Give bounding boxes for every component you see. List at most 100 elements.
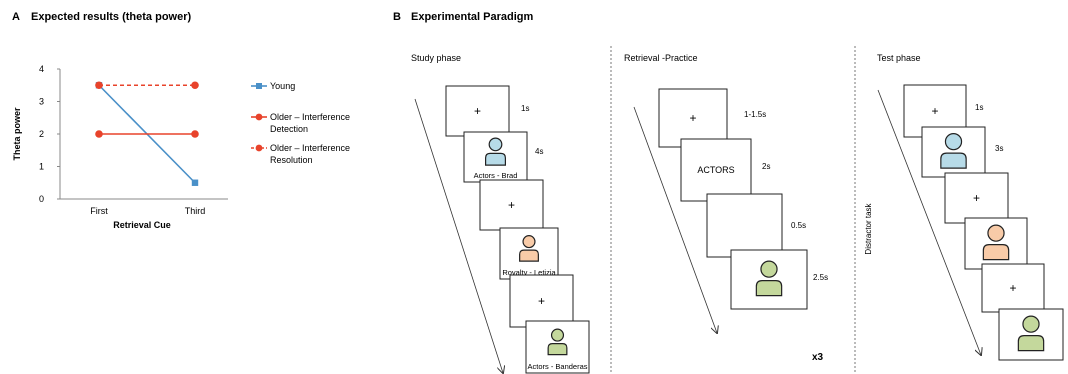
trial-frame-face: 2.5s (730, 249, 828, 310)
fixation-cross: + (538, 294, 545, 308)
person-body (485, 152, 506, 166)
repeat-label: x3 (812, 352, 824, 363)
legend-label: Young (270, 81, 295, 91)
legend-marker-circle (255, 113, 263, 121)
trial-frame-face: Royalty - Letizia (499, 227, 559, 280)
fixation-cross: + (508, 198, 515, 212)
y-axis-label: Theta power (12, 107, 22, 161)
face-caption: Actors - Banderas (527, 362, 587, 371)
frame-box (479, 179, 544, 231)
duration-label: 3s (995, 144, 1003, 153)
trial-frame-face: Actors - Banderas (525, 320, 590, 374)
person-head (522, 235, 536, 249)
panel-a-letter: A (12, 11, 20, 23)
person-body (982, 244, 1010, 261)
person-body (519, 249, 539, 262)
x-axis-label: Retrieval Cue (113, 220, 171, 230)
data-point-circle (191, 81, 199, 90)
fixation-cross: + (1009, 281, 1016, 295)
panel-b: B Experimental Paradigm Study phase Retr… (393, 11, 1064, 374)
retrieval-time-arrow (633, 106, 717, 333)
trial-frame-text: ACTORS 2s (680, 138, 770, 202)
fixation-cross: + (689, 111, 696, 125)
frame-box (706, 193, 783, 258)
y-tick-label: 1 (39, 162, 44, 172)
person-head (550, 328, 565, 342)
test-phase-title: Test phase (877, 53, 921, 63)
trial-frame-fixation: +1-1.5s (658, 88, 766, 148)
frame-box (445, 85, 510, 137)
trial-frame-face (998, 308, 1064, 361)
category-cue: ACTORS (697, 165, 734, 175)
data-point-circle (95, 130, 103, 138)
face-caption: Royalty - Letizia (502, 268, 556, 277)
legend-label: Older – Interference (270, 112, 350, 122)
x-tick-labels: First Third (90, 206, 205, 216)
fixation-cross: + (973, 191, 980, 205)
retrieval-practice-title: Retrieval -Practice (624, 53, 698, 63)
data-point-circle (95, 81, 103, 90)
duration-label: 2.5s (813, 273, 828, 282)
panel-b-title: Experimental Paradigm (411, 11, 533, 23)
fixation-cross: + (931, 104, 938, 118)
person-body (1017, 335, 1045, 352)
trial-frame-fixation: + (944, 172, 1009, 224)
duration-label: 1-1.5s (744, 110, 766, 119)
duration-label: 4s (535, 147, 543, 156)
trial-frame-face: 3s (921, 126, 1003, 178)
trial-frame-face (964, 217, 1028, 270)
distractor-task-label: Distractor task (864, 202, 873, 254)
face-caption: Actors - Brad (474, 171, 518, 180)
data-point-circle (191, 130, 199, 138)
frame-box (658, 88, 728, 148)
person-head (760, 260, 778, 278)
legend-label: Resolution (270, 155, 313, 165)
y-tick-label: 2 (39, 129, 44, 139)
x-tick-label: Third (185, 206, 206, 216)
theta-power-chart: 0 1 2 3 4 First Third Retrieval Cue Theta pow… (12, 64, 350, 230)
trial-frame-fixation: + (981, 263, 1045, 313)
legend-marker-circle (255, 144, 263, 152)
frame-box (730, 249, 808, 310)
trial-frame-face: Actors - Brad 4s (463, 131, 543, 183)
y-tick-labels: 0 1 2 3 4 (39, 64, 60, 204)
frame-box (981, 263, 1045, 313)
panel-a-title: Expected results (theta power) (31, 11, 191, 23)
trial-frame-blank: 0.5s (706, 193, 806, 258)
y-tick-label: 3 (39, 97, 44, 107)
person-body (547, 343, 568, 356)
legend-marker-square (256, 83, 262, 89)
series-layer (95, 81, 199, 186)
trial-frame-fixation: +1s (445, 85, 529, 137)
duration-label: 0.5s (791, 221, 806, 230)
legend-label: Detection (270, 124, 308, 134)
duration-label: 1s (975, 103, 983, 112)
x-tick-label: First (90, 206, 108, 216)
study-phase-title: Study phase (411, 53, 461, 63)
panel-a: A Expected results (theta power) 0 1 2 3 4 F… (12, 11, 350, 230)
data-point-square (191, 179, 199, 186)
frame-box (509, 274, 574, 328)
person-head (944, 132, 963, 151)
panel-b-letter: B (393, 11, 401, 23)
study-time-arrow (414, 98, 503, 373)
duration-label: 1s (521, 104, 529, 113)
trial-frame-fixation: + (509, 274, 574, 328)
person-head (1022, 315, 1040, 333)
person-head (488, 137, 503, 152)
y-tick-label: 4 (39, 64, 44, 74)
duration-label: 2s (762, 162, 770, 171)
person-head (987, 224, 1005, 242)
test-frames: +1s 3s + + (903, 84, 1064, 361)
y-tick-label: 0 (39, 194, 44, 204)
test-time-arrow (877, 89, 981, 355)
person-body (755, 280, 783, 297)
trial-frame-fixation: + (479, 179, 544, 231)
person-body (940, 152, 967, 169)
legend-label: Older – Interference (270, 143, 350, 153)
fixation-cross: + (474, 104, 481, 118)
